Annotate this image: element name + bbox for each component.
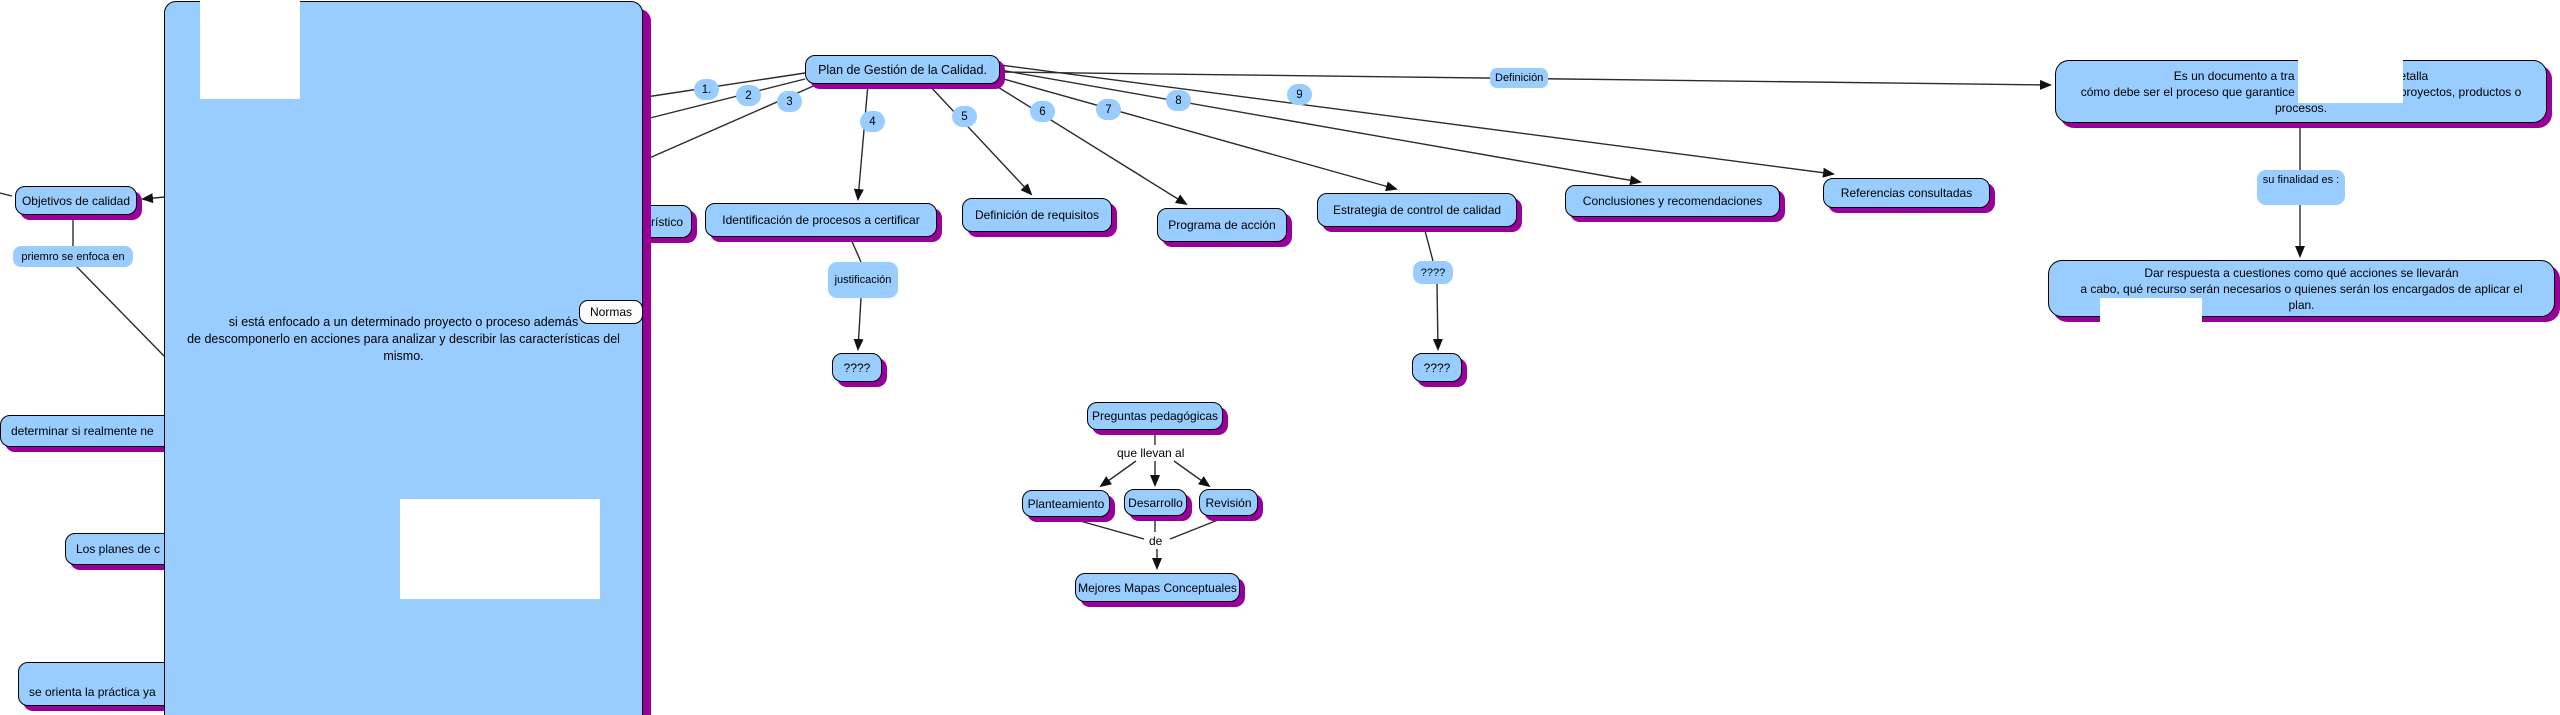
big-note-line1: si está enfocado a un determinado proyec… bbox=[228, 315, 579, 329]
node-normas[interactable]: Normas bbox=[579, 300, 643, 324]
node-plan-gestion-calidad[interactable]: Plan de Gestión de la Calidad. bbox=[805, 55, 1000, 84]
link-number-3[interactable]: 3 bbox=[777, 91, 802, 112]
definicion-box-line1-right: etalla bbox=[2399, 68, 2429, 83]
link-label-priemro-se-enfoca[interactable]: priemro se enfoca en bbox=[13, 246, 133, 267]
node-unknown-2[interactable]: ???? bbox=[1412, 353, 1462, 382]
link-number-6[interactable]: 6 bbox=[1030, 101, 1055, 122]
finalidad-box-line3: plan. bbox=[2288, 297, 2315, 312]
definicion-box-line2-right: proyectos, productos o bbox=[2399, 84, 2522, 99]
node-definicion-requisitos[interactable]: Definición de requisitos bbox=[962, 198, 1112, 232]
finalidad-box-line1: Dar respuesta a cuestiones como qué acci… bbox=[2144, 265, 2459, 280]
node-preguntas-pedagogicas[interactable]: Preguntas pedagógicas bbox=[1087, 402, 1223, 430]
node-conclusiones[interactable]: Conclusiones y recomendaciones bbox=[1565, 185, 1780, 217]
link-label-que-llevan-al[interactable]: que llevan al bbox=[1117, 446, 1185, 460]
definicion-box-line2-left: cómo debe ser el proceso que garantice bbox=[2080, 84, 2295, 99]
link-number-1[interactable]: 1. bbox=[694, 79, 719, 100]
link-number-4[interactable]: 4 bbox=[860, 111, 885, 132]
link-number-5[interactable]: 5 bbox=[952, 106, 977, 127]
link-number-2[interactable]: 2 bbox=[736, 85, 761, 106]
link-number-9[interactable]: 9 bbox=[1287, 84, 1312, 105]
link-number-7[interactable]: 7 bbox=[1096, 99, 1121, 120]
node-revision[interactable]: Revisión bbox=[1199, 489, 1258, 516]
link-number-8[interactable]: 8 bbox=[1166, 90, 1191, 111]
node-unknown-1[interactable]: ???? bbox=[832, 353, 882, 382]
node-programa-accion[interactable]: Programa de acción bbox=[1157, 208, 1287, 242]
finalidad-box-line2: a cabo, qué recurso serán necesarios o q… bbox=[2080, 281, 2523, 296]
node-objetivos-calidad[interactable]: Objetivos de calidad bbox=[15, 186, 137, 215]
occlusion-rect-bottom-left bbox=[400, 499, 600, 599]
node-referencias[interactable]: Referencias consultadas bbox=[1823, 178, 1990, 208]
node-identificacion-procesos[interactable]: Identificación de procesos a certificar bbox=[705, 203, 937, 237]
node-desarrollo[interactable]: Desarrollo bbox=[1124, 489, 1187, 516]
link-label-definicion[interactable]: Definición bbox=[1490, 68, 1549, 88]
occlusion-rect-top-left bbox=[200, 0, 300, 99]
occlusion-rect-definicion-box bbox=[2298, 57, 2403, 103]
big-note-line3: mismo. bbox=[383, 349, 424, 363]
definicion-box-line1-left: Es un documento a tra bbox=[2173, 68, 2295, 83]
link-label-su-finalidad[interactable]: su finalidad es : bbox=[2257, 170, 2345, 205]
node-estrategia-control[interactable]: Estrategia de control de calidad bbox=[1317, 193, 1517, 227]
node-mejores-mapas[interactable]: Mejores Mapas Conceptuales bbox=[1075, 573, 1240, 602]
occlusion-rect-finalidad-box bbox=[2100, 298, 2202, 328]
link-label-justificacion[interactable]: justificación bbox=[828, 262, 898, 298]
definicion-box-line3: procesos. bbox=[2274, 100, 2328, 115]
node-planteamiento[interactable]: Planteamiento bbox=[1022, 490, 1110, 517]
node-determinar-partial[interactable]: determinar si realmente ne bbox=[0, 415, 175, 447]
big-note-text: si está enfocado a un determinado proyec… bbox=[166, 314, 641, 365]
link-label-de[interactable]: de bbox=[1149, 534, 1163, 548]
link-label-unknown[interactable]: ???? bbox=[1413, 261, 1453, 284]
big-note-line2: de descomponerlo en acciones para analiz… bbox=[187, 332, 620, 346]
